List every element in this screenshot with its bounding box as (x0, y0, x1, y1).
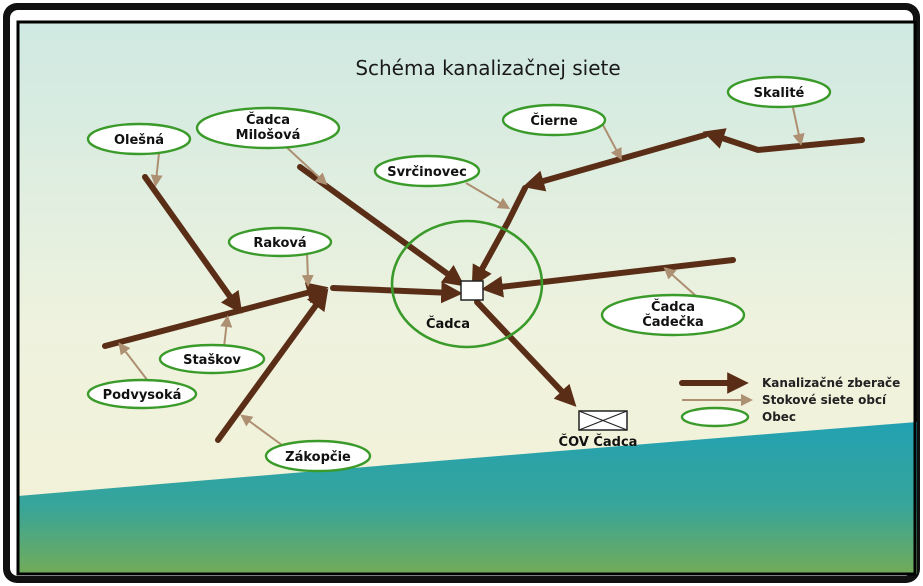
municipality-svrcinovec (373, 154, 481, 188)
local-milosova (281, 142, 328, 186)
local-podvysoka (118, 342, 149, 382)
legend-collector-label: Kanalizačné zberače (762, 376, 900, 390)
collector-milosova (297, 164, 465, 287)
collector-olesna (142, 174, 243, 314)
local-rakova (301, 251, 314, 287)
node-staskov: Staškov (158, 343, 266, 375)
cadca-junction-box (460, 280, 484, 301)
local-olesna (150, 152, 163, 187)
collector-skalite (702, 128, 865, 154)
municipality-staskov (158, 343, 266, 375)
local-staskov (220, 315, 233, 348)
label-zakopcie: Zákopčie (285, 450, 351, 465)
node-rakova: Raková (227, 226, 333, 258)
collector-podvysoka-staskov (102, 282, 329, 349)
label-skalite: Skalité (754, 86, 805, 101)
diagram-title: Schéma kanalizačnej siete (355, 56, 620, 80)
label-rakova: Raková (253, 236, 306, 251)
label-ciernie: Čierne (530, 113, 577, 129)
municipality-cadca-cadecka (600, 293, 746, 337)
legend-local-label: Stokové siete obcí (762, 393, 887, 407)
municipality-skalite (726, 75, 832, 109)
label-cadca-cadecka-1: Čadca (651, 299, 695, 315)
label-svrcinovec: Svrčinovec (387, 165, 467, 180)
legend: Kanalizačné zberače Stokové siete obcí O… (679, 372, 900, 428)
municipality-zakopcie (264, 439, 372, 473)
local-zakopcie (240, 414, 287, 449)
municipality-cadca-circle (390, 219, 544, 349)
label-cadca-milosova-2: Milošová (236, 128, 301, 143)
cov-icon-cross-2 (578, 410, 628, 431)
label-podvysoka: Podvysoká (103, 388, 182, 403)
collector-cadecka (481, 257, 736, 298)
label-olesna: Olešná (114, 133, 164, 148)
node-cadca-cadecka: Čadca Čadečka (600, 293, 746, 337)
label-staskov: Staškov (183, 353, 241, 368)
municipality-olesna (86, 122, 192, 156)
label-cadca-milosova-1: Čadca (246, 112, 290, 128)
local-cadecka (663, 267, 697, 297)
local-skalite (791, 102, 805, 146)
municipality-ciernie (501, 103, 607, 137)
collector-zakopcie (215, 288, 329, 443)
municipality-rakova (227, 226, 333, 258)
label-cadca: Čadca (426, 316, 470, 332)
node-skalite: Skalité (726, 75, 832, 109)
local-svrcinovec (465, 182, 511, 210)
collector-to-cov (474, 299, 577, 407)
node-olesna: Olešná (86, 122, 192, 156)
legend-municipality-label: Obec (762, 410, 796, 424)
cov-cadca: ČOV Čadca (559, 410, 638, 450)
local-networks (118, 102, 805, 449)
sea-band (18, 422, 917, 574)
node-cadca-milosova: Čadca Milošová (195, 106, 341, 150)
frame-edge (16, 20, 917, 576)
label-cov: ČOV Čadca (559, 434, 638, 450)
label-cadca-cadecka-2: Čadečka (642, 314, 704, 330)
municipality-cadca-milosova (195, 106, 341, 150)
node-podvysoka: Podvysoká (86, 378, 198, 410)
municipality-podvysoka (86, 378, 198, 410)
node-zakopcie: Zákopčie (264, 439, 372, 473)
node-svrcinovec: Svrčinovec (373, 154, 481, 188)
legend-municipality-symbol (680, 406, 750, 428)
collector-svrcinovec (471, 185, 528, 288)
node-ciernie: Čierne (501, 103, 607, 137)
